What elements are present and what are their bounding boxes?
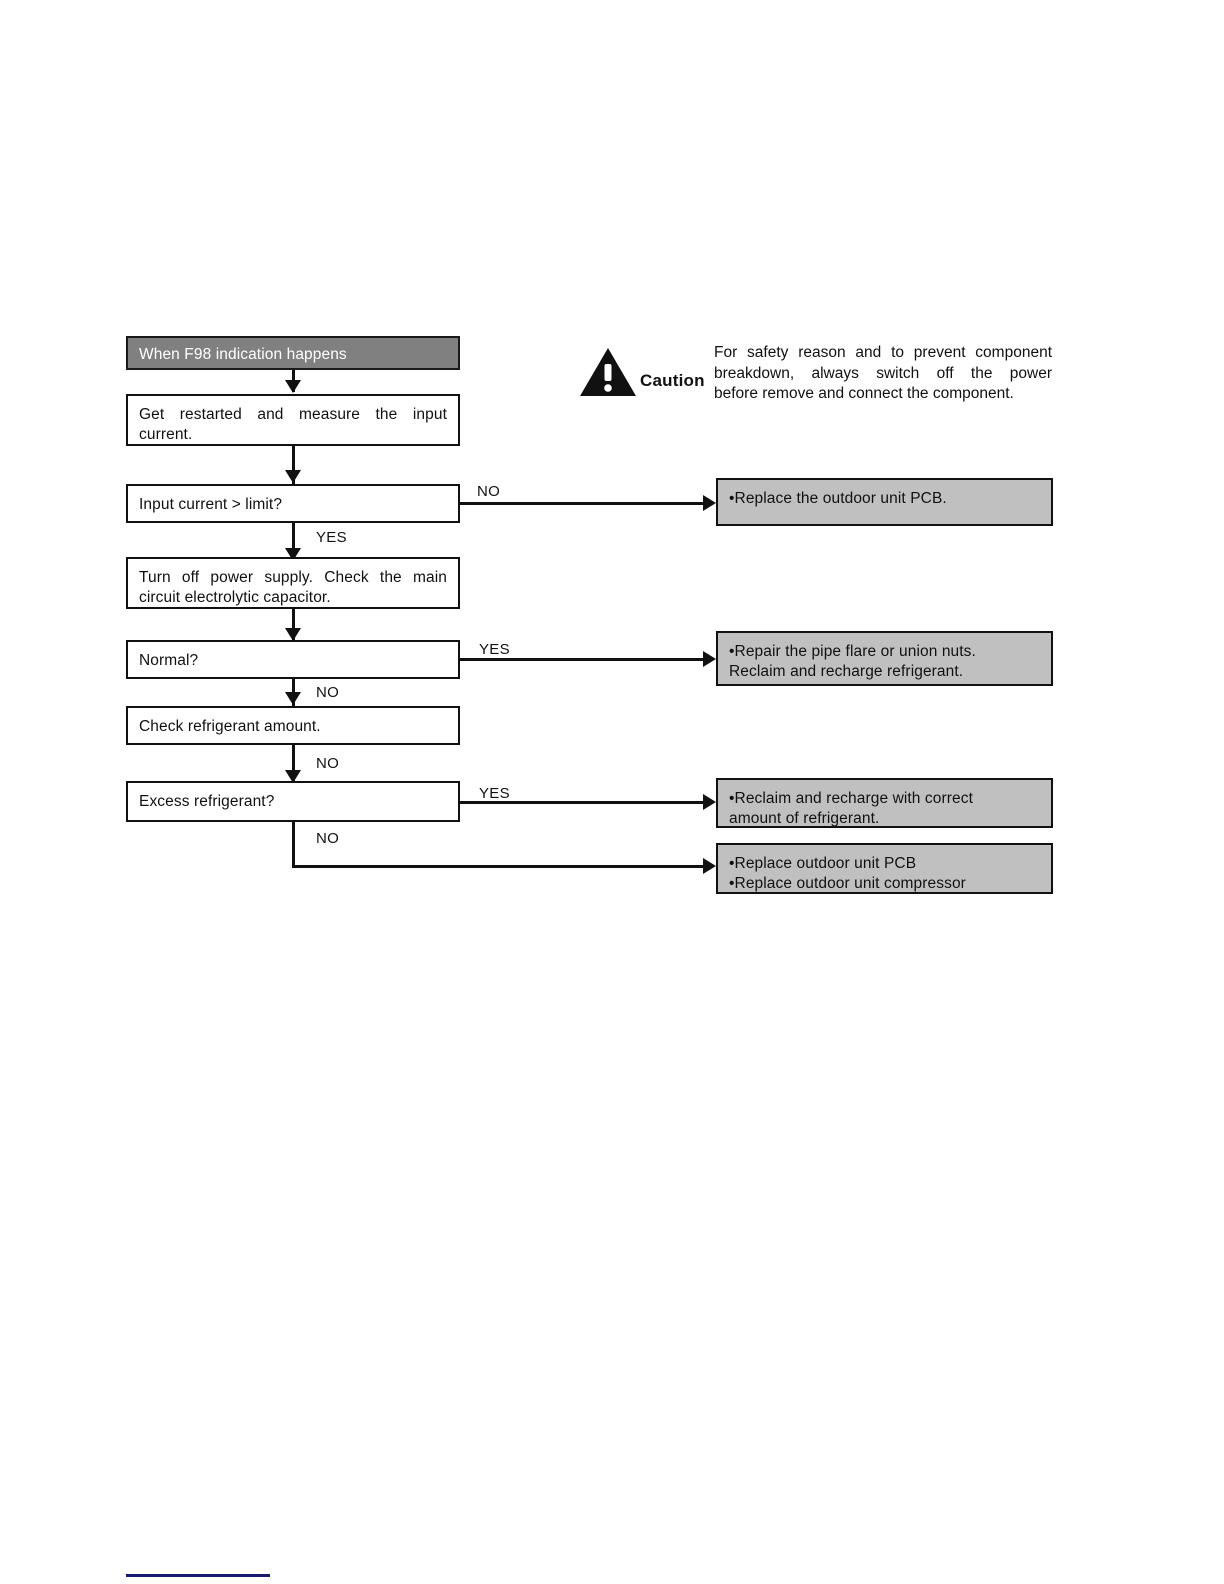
flow-decision-input-current: Input current > limit? [126,484,460,523]
arrow-normal-yes-to-repair-flare [703,651,716,667]
footer-rule [126,1574,270,1577]
action-replace-both-line-1: •Replace outdoor unit PCB [729,855,917,872]
connector-measure-to-input-check [292,446,295,484]
branch-label-input-no: NO [477,483,501,500]
action-repair-flare-line-1: •Repair the pipe flare or union nuts. [729,643,976,660]
arrow-excess-yes-to-recharge [703,794,716,810]
arrow-measure-to-input-check [285,470,301,483]
action-repair-flare: •Repair the pipe flare or union nuts. Re… [716,631,1053,686]
arrow-amount-to-excess [285,770,301,783]
action-recharge-correct-line-2: amount of refrigerant. [729,810,880,827]
connector-normal-yes-to-repair-flare [460,658,710,661]
flow-step-measure: Get restarted and measure the input curr… [126,394,460,446]
branch-label-amount-no: NO [316,755,340,772]
action-recharge-correct-line-1: •Reclaim and recharge with correct [729,790,974,807]
action-replace-both-line-2: •Replace outdoor unit compressor [729,875,966,892]
flow-decision-normal-label: Normal? [139,652,199,669]
warning-triangle-icon [578,346,638,398]
flow-decision-excess: Excess refrigerant? [126,781,460,822]
action-replace-pcb: •Replace the outdoor unit PCB. [716,478,1053,526]
flow-step-check-amount: Check refrigerant amount. [126,706,460,745]
flow-step-power-off-line-1: Turn off power supply. Check the main [139,569,447,586]
action-repair-flare-line-2: Reclaim and recharge refrigerant. [729,663,964,680]
connector-power-off-to-normal [292,609,295,642]
branch-label-normal-yes: YES [479,641,510,658]
caution-label: Caution [640,371,705,390]
flow-step-power-off: Turn off power supply. Check the main ci… [126,557,460,609]
caution-text: For safety reason and to prevent compone… [714,343,1052,405]
connector-input-no-to-replace-pcb [460,502,710,505]
arrow-start-to-measure [285,380,301,393]
flow-decision-excess-label: Excess refrigerant? [139,793,275,810]
action-replace-pcb-line-1: •Replace the outdoor unit PCB. [729,490,947,507]
arrow-power-off-to-normal [285,628,301,641]
connector-excess-yes-to-recharge [460,801,710,804]
action-recharge-correct: •Reclaim and recharge with correct amoun… [716,778,1053,828]
caution-text-line-3: before remove and connect the component. [714,385,1014,402]
flow-decision-input-current-label: Input current > limit? [139,496,283,513]
arrow-excess-no-to-replace-both [703,858,716,874]
flow-decision-normal: Normal? [126,640,460,679]
flow-step-start: When F98 indication happens [126,336,460,370]
branch-label-normal-no: NO [316,684,340,701]
branch-label-input-yes: YES [316,529,347,546]
flow-step-measure-line-2: current. [139,426,193,443]
flow-step-power-off-line-2: circuit electrolytic capacitor. [139,589,331,606]
caution-text-line-1: For safety reason and to prevent compone… [714,344,1052,361]
arrow-input-no-to-replace-pcb [703,495,716,511]
caution-block: Caution For safety reason and to prevent… [578,338,1058,408]
branch-label-excess-yes: YES [479,785,510,802]
flow-step-start-label: When F98 indication happens [139,346,347,363]
connector-excess-no-horizontal [292,865,710,868]
action-replace-both: •Replace outdoor unit PCB •Replace outdo… [716,843,1053,894]
connector-amount-to-excess [292,745,295,782]
connector-input-yes-to-power-off [292,523,295,560]
connector-excess-no-vertical [292,822,295,868]
flow-step-check-amount-label: Check refrigerant amount. [139,718,321,735]
caution-text-line-2: breakdown, always switch off the power [714,364,1052,382]
branch-label-excess-no: NO [316,830,340,847]
flow-step-measure-line-1: Get restarted and measure the input [139,406,447,423]
arrow-normal-no-to-check-amount [285,692,301,705]
